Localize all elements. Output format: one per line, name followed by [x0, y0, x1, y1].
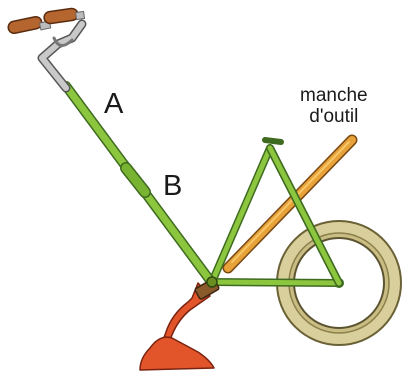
label-a: A: [104, 90, 123, 119]
label-tool-handle-line2: d'outil: [300, 106, 368, 127]
label-tool-handle: manche d'outil: [300, 85, 368, 127]
hoe-blade: [140, 277, 220, 370]
handlebar: [42, 24, 82, 88]
label-b: B: [163, 172, 182, 201]
main-shaft: [66, 86, 212, 283]
label-tool-handle-line1: manche: [300, 85, 368, 106]
